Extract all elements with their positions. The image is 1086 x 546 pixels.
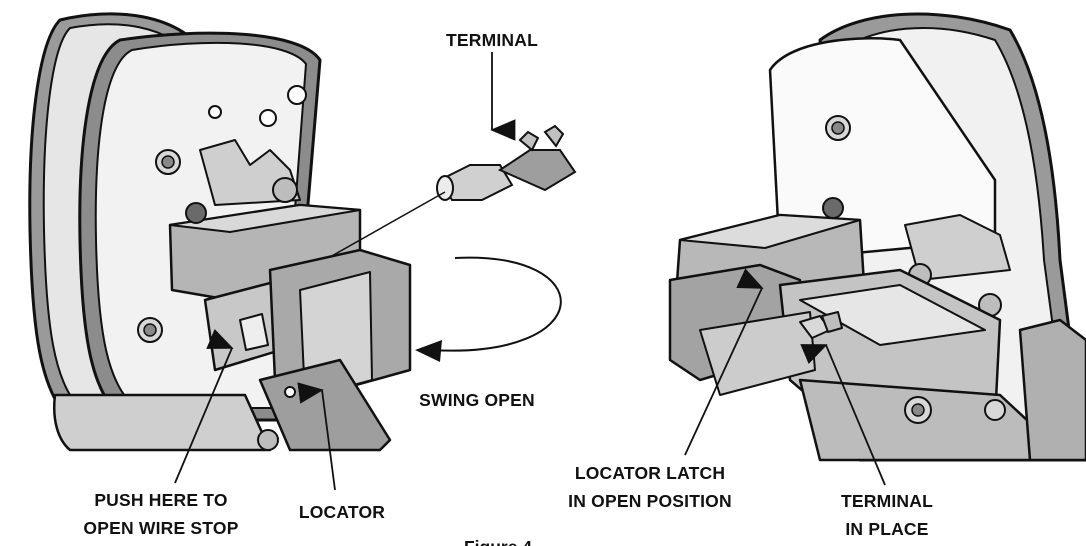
locator-latch-label-line1: LOCATOR LATCH [575, 463, 725, 483]
locator-latch-leader [684, 268, 764, 456]
figure-caption: Figure 4 [464, 537, 532, 546]
swing-open-arrow [429, 256, 562, 352]
push-here-leader [174, 328, 234, 484]
right-crimp-tool [668, 12, 1086, 462]
push-here-label-line1: PUSH HERE TO [94, 490, 227, 510]
terminal-part [436, 124, 577, 201]
locator-leader [297, 382, 336, 491]
locator-latch-label-line2: IN OPEN POSITION [568, 491, 732, 511]
terminal-in-place-label-line1: TERMINAL [841, 491, 933, 511]
left-crimp-tool [28, 12, 412, 452]
terminal-in-place-label-line2: IN PLACE [845, 519, 928, 539]
swing-open-label: SWING OPEN [419, 390, 535, 410]
push-here-label-line2: OPEN WIRE STOP [83, 518, 238, 538]
insertion-line [329, 191, 446, 258]
terminal-label: TERMINAL [446, 30, 538, 50]
terminal-in-place-leader [800, 344, 886, 486]
locator-label: LOCATOR [299, 502, 385, 522]
